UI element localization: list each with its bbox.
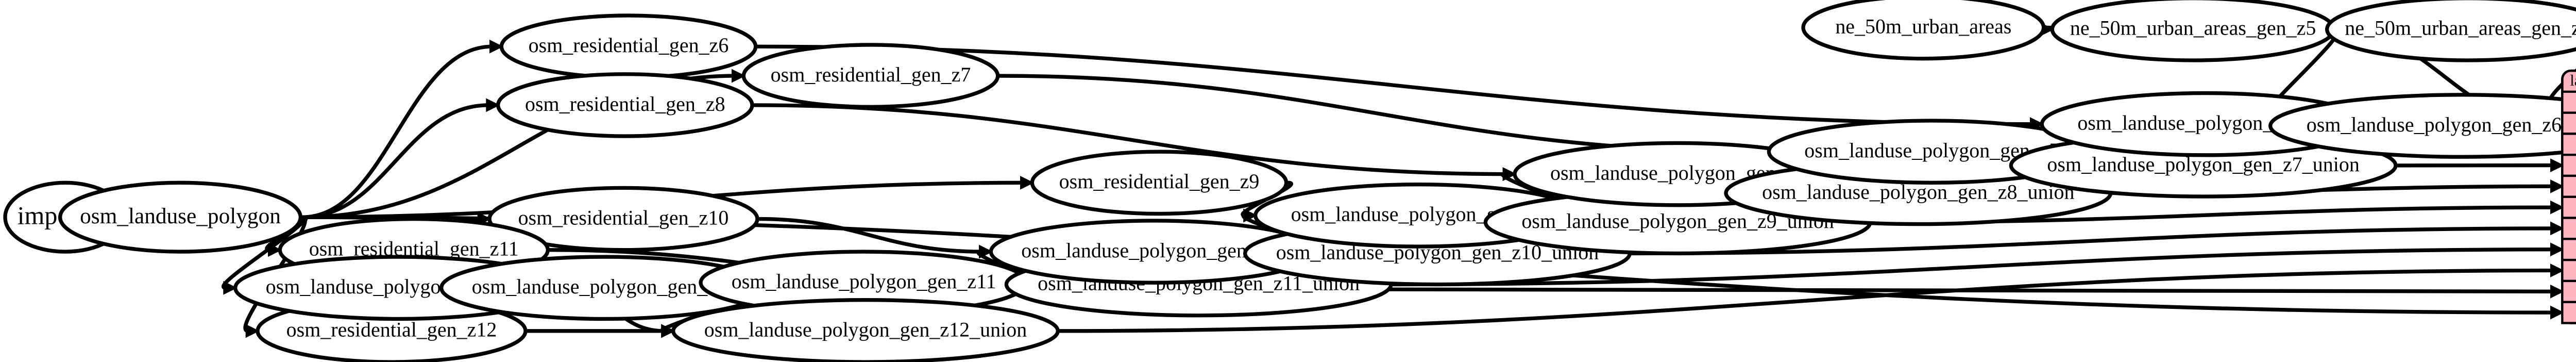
node-label: osm_landuse_polygon_gen_z12 [472, 275, 737, 298]
edge-arrowhead [661, 324, 675, 338]
node-ellipse [741, 43, 1000, 109]
graph-node[interactable]: osm_residential_gen_z8 [496, 72, 754, 138]
node-ellipse [496, 72, 754, 138]
graph-edge [759, 217, 982, 254]
edge-arrowhead [1243, 208, 1258, 223]
node-label: osm_residential_gen_z8 [525, 92, 725, 116]
node-label: osm_residential_gen_z10 [518, 206, 729, 229]
table-row[interactable] [2561, 258, 2576, 283]
edge-arrowhead [1020, 175, 1035, 190]
graph-edge [999, 74, 1760, 154]
node-ellipse [487, 186, 759, 252]
edge-arrowhead [2550, 179, 2565, 193]
graph-node[interactable]: osm_landuse_polygon_gen_z11 [699, 250, 1029, 316]
graph-edge [754, 103, 1505, 176]
edge-arrowhead [489, 39, 504, 54]
edge-arrowhead [2550, 284, 2565, 299]
node-ellipse [1801, 0, 2046, 61]
graph-node[interactable]: ne_50m_urban_areas_gen_z4 [2325, 0, 2576, 62]
edge-arrowhead [2550, 158, 2565, 172]
table-row[interactable] [2561, 90, 2576, 114]
graph-node[interactable]: osm_landuse_polygon_gen_z12 [439, 255, 770, 321]
graph-node[interactable]: osm_landuse_polygon_gen_z10 [989, 219, 1319, 285]
edge-arrowhead [2550, 221, 2565, 236]
layer-landuse-table: layer_landusez4z5z6z7z8z9z10z11z12z13z14… [2561, 69, 2576, 324]
edge-arrowhead [2550, 264, 2565, 277]
node-ellipse [58, 180, 302, 254]
node-label: osm_residential_gen_z6 [529, 34, 729, 57]
edge-arrowhead [486, 98, 500, 112]
graph-node[interactable]: osm_residential_gen_z10 [487, 186, 759, 252]
edge-arrowhead [1502, 167, 1517, 182]
graph-node[interactable]: osm_residential_gen_z6 [499, 13, 758, 80]
graph-edge [1393, 248, 2553, 287]
graph-edge [1059, 268, 2553, 333]
node-layer: imposm3osm_landuse_polygonosm_residentia… [3, 0, 2576, 362]
edge-arrowhead [2550, 200, 2565, 215]
node-ellipse [2325, 0, 2576, 62]
graph-edge [302, 103, 489, 219]
edge-arrowhead [245, 324, 260, 338]
node-label: osm_residential_gen_z9 [1059, 170, 1260, 193]
node-ellipse [1030, 150, 1289, 216]
edge-arrowhead [979, 244, 993, 259]
table-row[interactable] [2561, 279, 2576, 303]
node-label: ne_50m_urban_areas_gen_z5 [2070, 17, 2316, 40]
node-label: osm_residential_gen_z7 [771, 63, 971, 86]
graph-edge [302, 44, 493, 219]
node-label: osm_landuse_polygon [80, 204, 281, 228]
node-label: osm_landuse_polygon_gen_z10 [1021, 239, 1286, 262]
graph-node[interactable]: ne_50m_urban_areas_gen_z5 [2050, 0, 2336, 62]
node-label: osm_landuse_polygon_gen_z6_union [2307, 113, 2576, 136]
table-row[interactable] [2561, 301, 2576, 324]
graph-node[interactable]: osm_residential_gen_z7 [741, 43, 1000, 109]
graph-node[interactable]: ne_50m_urban_areas [1801, 0, 2046, 61]
node-label: osm_landuse_polygon_gen_z11 [732, 270, 996, 293]
table-row[interactable] [2561, 195, 2576, 219]
edge-arrowhead [2550, 242, 2565, 257]
table-row[interactable] [2561, 154, 2576, 177]
node-label: osm_residential_gen_z12 [286, 318, 497, 341]
graph-node[interactable]: osm_landuse_polygon_gen_z6_union [2268, 93, 2576, 159]
table-row[interactable] [2561, 217, 2576, 240]
graph-node[interactable]: osm_landuse_polygon_gen_z12_union [671, 298, 1060, 362]
table-header: layer_landuse [2570, 72, 2576, 89]
table-row[interactable] [2561, 133, 2576, 156]
table-row[interactable] [2561, 174, 2576, 198]
table-row[interactable] [2561, 238, 2576, 261]
node-label: osm_landuse_polygon_gen_z12_union [704, 318, 1027, 341]
node-label: ne_50m_urban_areas [1835, 14, 2011, 38]
edge-arrowhead [223, 281, 238, 295]
node-ellipse [671, 298, 1060, 362]
graph-node[interactable]: osm_landuse_polygon [58, 180, 302, 254]
table-row[interactable] [2561, 111, 2576, 135]
graph-edge [1631, 226, 2553, 256]
node-ellipse [2268, 93, 2576, 159]
node-label: ne_50m_urban_areas_gen_z4 [2345, 17, 2576, 40]
edge-arrowhead [2550, 305, 2565, 320]
graph-node[interactable]: osm_residential_gen_z9 [1030, 150, 1289, 216]
edge-arrowhead [732, 69, 746, 83]
graph-edge [757, 44, 2033, 126]
